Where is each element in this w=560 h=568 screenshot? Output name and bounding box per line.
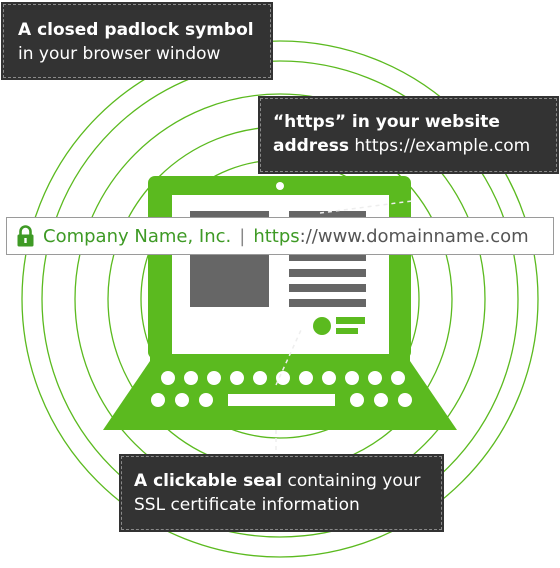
key (175, 393, 189, 407)
padlock-icon (16, 225, 35, 247)
callout-padlock: A closed padlock symbol in your browser … (1, 2, 273, 80)
key (374, 393, 388, 407)
callout-https-text: https://example.com (348, 136, 531, 156)
callout-https-bold-2: address (273, 136, 349, 156)
ssl-seal-bar (336, 328, 358, 334)
url-protocol: https (253, 225, 300, 247)
key (345, 371, 359, 385)
key (299, 371, 313, 385)
key (207, 371, 221, 385)
callout-padlock-text: in your browser window (18, 44, 221, 64)
laptop-hinge (150, 355, 410, 361)
screen-text-line (289, 253, 366, 261)
callout-seal-text-1: containing your (282, 471, 421, 491)
ssl-seal-bar (336, 317, 365, 324)
screen-text-line (289, 284, 366, 292)
key (161, 371, 175, 385)
ssl-seal-dot (313, 317, 331, 335)
key (322, 371, 336, 385)
callout-padlock-bold: A closed padlock symbol (18, 20, 254, 40)
key (151, 393, 165, 407)
key (398, 393, 412, 407)
screen-text-line (289, 299, 366, 307)
webcam (276, 182, 284, 190)
key (276, 371, 290, 385)
callout-seal-bold: A clickable seal (134, 471, 283, 491)
key (253, 371, 267, 385)
key (199, 393, 213, 407)
ring (41, 60, 519, 538)
ring (21, 40, 539, 558)
address-separator: | (239, 225, 246, 247)
callout-seal-text-2: SSL certificate information (134, 495, 360, 515)
spacebar (228, 394, 335, 406)
callout-https: “https” in your website address https://… (258, 96, 559, 174)
callout-seal: A clickable seal containing your SSL cer… (119, 454, 444, 532)
connector-lines (275, 200, 413, 456)
key (230, 371, 244, 385)
screen-text-line (289, 211, 366, 219)
url-domain: ://www.domainname.com (299, 225, 529, 247)
callout-https-bold-1: “https” in your website (273, 112, 500, 132)
key (350, 393, 364, 407)
key (368, 371, 382, 385)
keyboard-keys (151, 371, 412, 407)
laptop (103, 176, 457, 430)
screen-text-line (289, 269, 366, 277)
connector-seal-screen (275, 329, 302, 386)
key (184, 371, 198, 385)
company-name: Company Name, Inc. (43, 225, 232, 247)
key (391, 371, 405, 385)
address-bar: Company Name, Inc. | https://www.domainn… (6, 217, 554, 255)
